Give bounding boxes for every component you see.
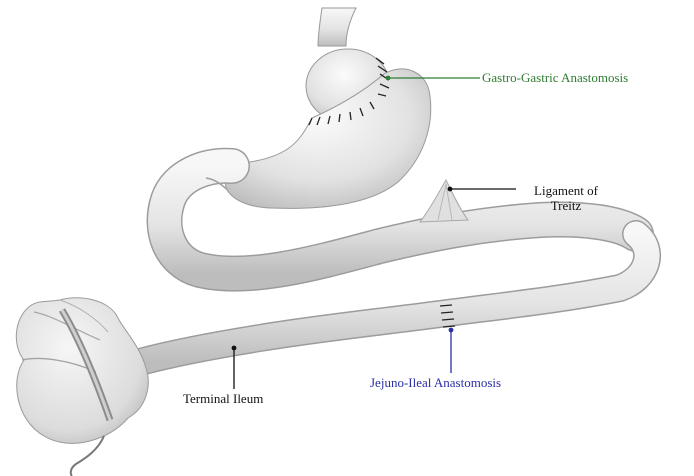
label-ligament-of-treitz: Ligament of Treitz (518, 183, 614, 213)
cecum-colon (16, 298, 148, 444)
label-ligament-line1: Ligament of (518, 183, 614, 198)
esophagus (318, 8, 356, 46)
label-gastro-gastric-anastomosis: Gastro-Gastric Anastomosis (482, 70, 628, 85)
label-terminal-ileum: Terminal Ileum (183, 391, 263, 406)
label-jejuno-ileal-anastomosis: Jejuno-Ileal Anastomosis (370, 375, 501, 390)
label-ligament-line2: Treitz (518, 198, 614, 213)
ligament-of-treitz (420, 180, 468, 222)
